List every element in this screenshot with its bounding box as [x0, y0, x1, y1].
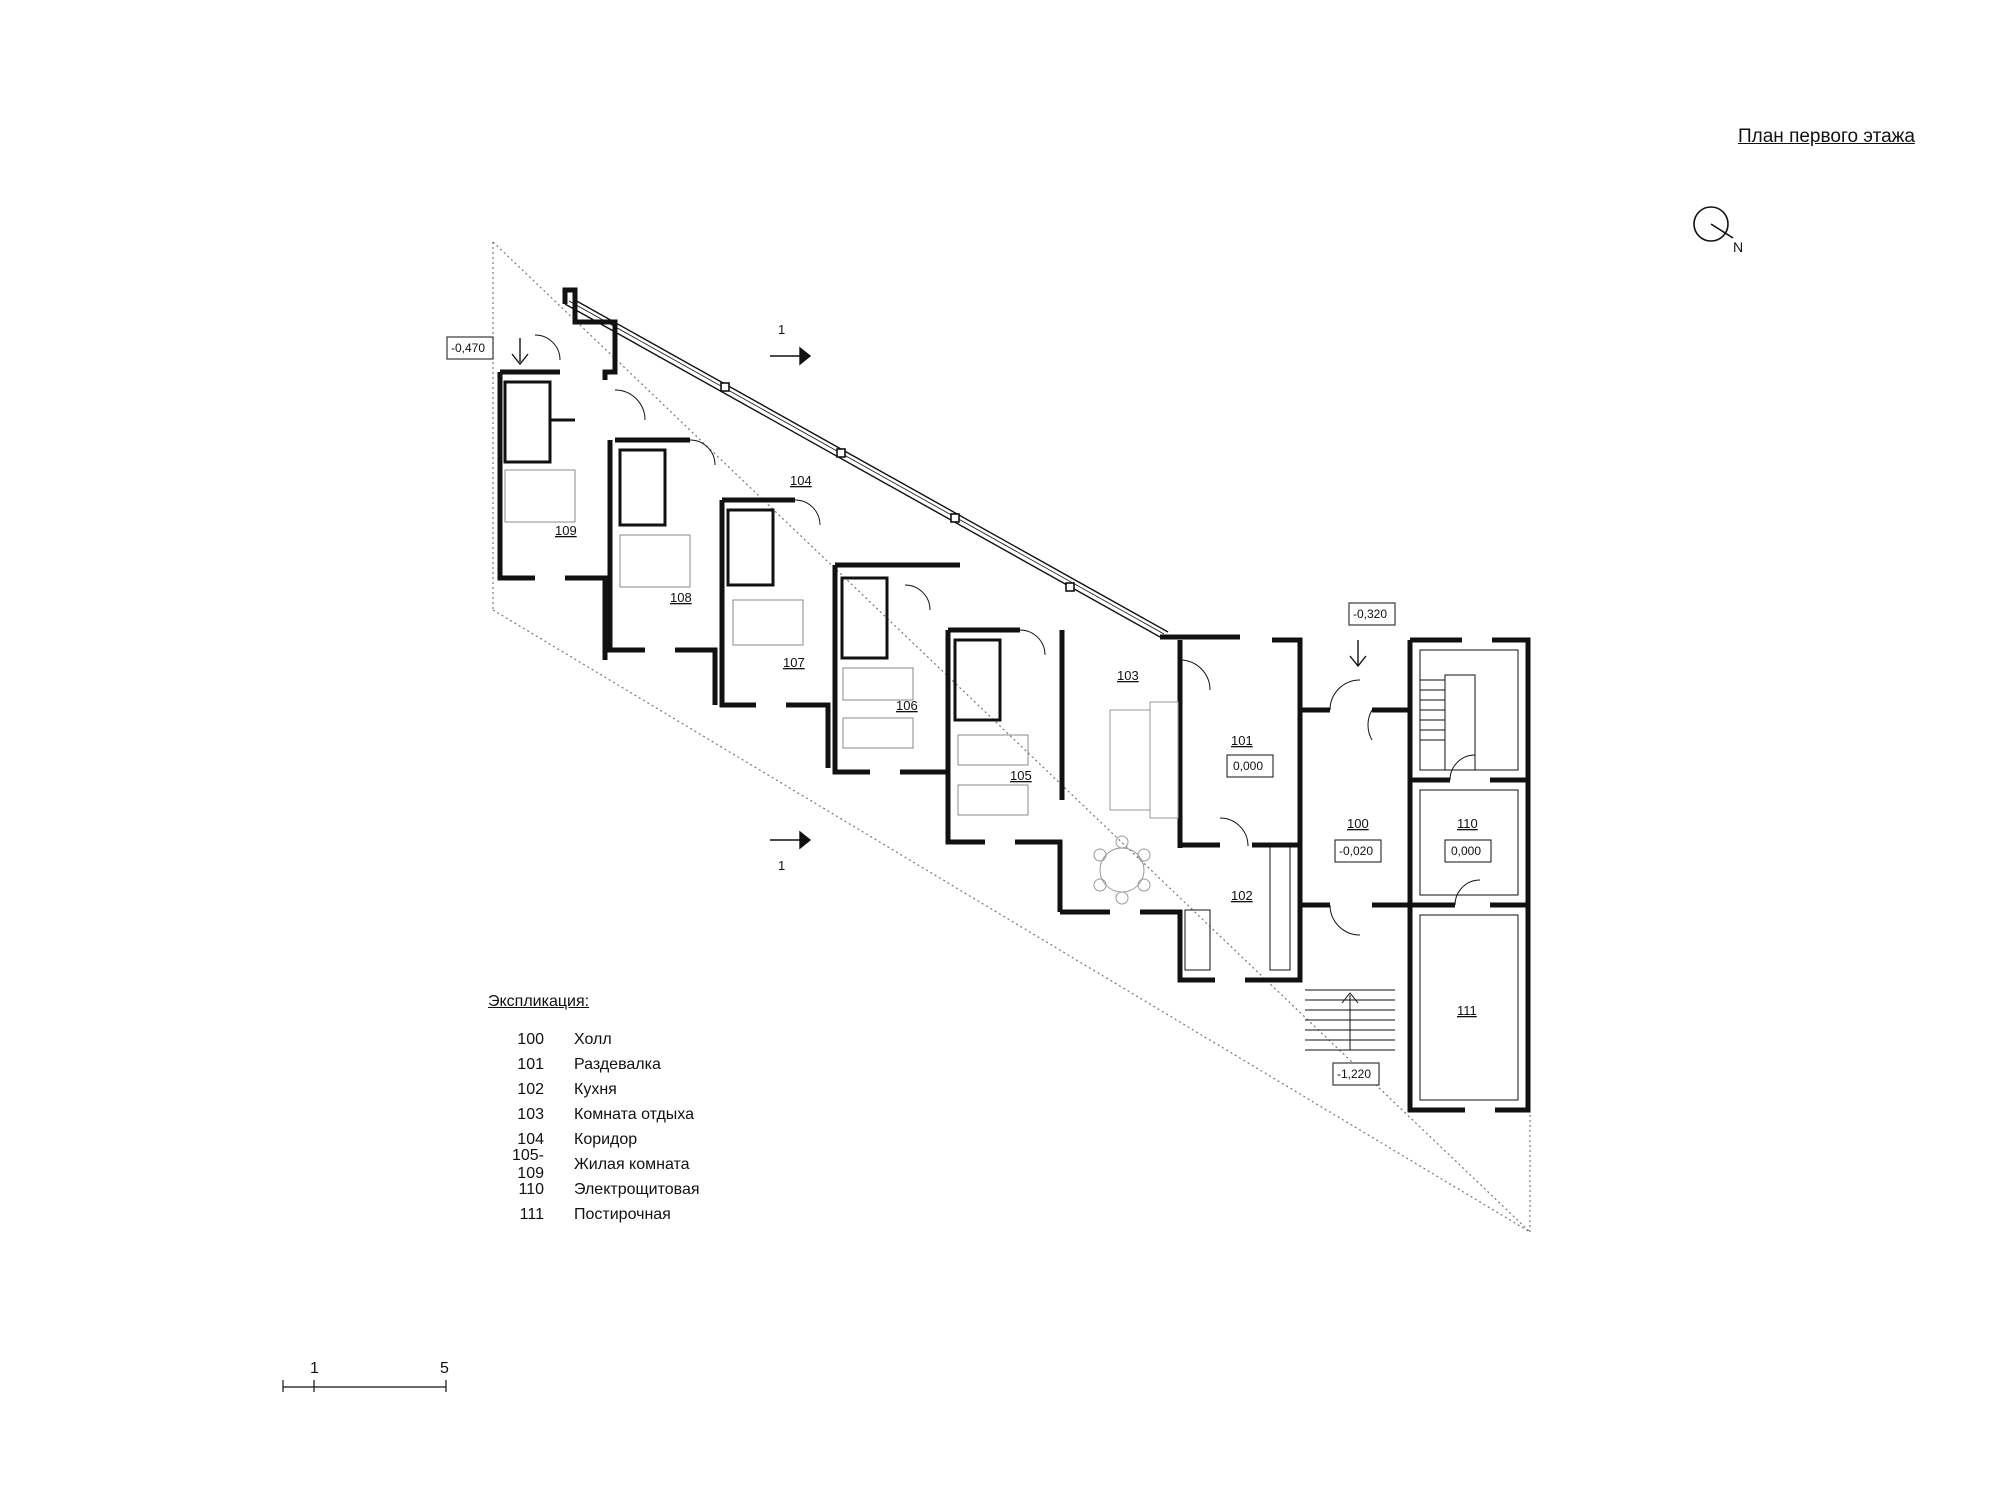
door-swings [534, 334, 1481, 936]
corridor-glazing [564, 298, 1169, 638]
legend: Экспликация: 100 Холл 101 Раздевалка 102… [488, 993, 700, 1227]
legend-name: Холл [574, 1030, 612, 1048]
room-label-101: 101 [1231, 733, 1253, 748]
level-entry-south: -1,220 [1337, 1067, 1371, 1081]
scale-start-label: 1 [310, 1360, 319, 1377]
legend-name: Комната отдыха [574, 1105, 694, 1123]
room-label-107: 107 [783, 655, 805, 670]
level-100: -0,020 [1339, 844, 1373, 858]
room-label-103: 103 [1117, 668, 1139, 683]
bathroom-pods [503, 380, 1002, 722]
plan-title: План первого этажа [1738, 126, 1915, 147]
legend-item: 104 Коридор [488, 1127, 700, 1152]
entrance-arrows [511, 338, 1367, 668]
level-entry-north: -0,320 [1353, 607, 1387, 621]
legend-code: 103 [517, 1105, 544, 1123]
legend-code: 104 [517, 1130, 544, 1148]
section-mark-bottom: 1 [778, 858, 785, 873]
room-label-106: 106 [896, 698, 918, 713]
level-entry-west: -0,470 [451, 341, 485, 355]
room-label-110: 110 [1457, 816, 1478, 831]
scale-bar [282, 1380, 447, 1392]
legend-code: 102 [517, 1080, 544, 1098]
legend-name: Кухня [574, 1080, 617, 1098]
room-label-111: 111 [1457, 1003, 1477, 1018]
scale-end-label: 5 [440, 1360, 449, 1377]
room-label-109: 109 [555, 523, 577, 538]
legend-name: Постирочная [574, 1205, 671, 1223]
section-mark-top: 1 [778, 322, 785, 337]
north-arrow-icon [1693, 206, 1734, 242]
legend-name: Коридор [574, 1130, 638, 1148]
legend-code: 111 [519, 1205, 544, 1223]
room-label-100: 100 [1347, 816, 1369, 831]
staircase [1305, 674, 1476, 1051]
level-110: 0,000 [1451, 844, 1481, 858]
section-markers [770, 346, 812, 850]
legend-code: 110 [518, 1180, 544, 1198]
room-label-102: 102 [1231, 888, 1253, 903]
room-label-105: 105 [1010, 768, 1032, 783]
legend-item: 105-109 Жилая комната [488, 1147, 700, 1182]
legend-item: 101 Раздевалка [488, 1052, 700, 1077]
kitchen-counter [1184, 844, 1291, 971]
legend-name: Электрощитовая [574, 1180, 700, 1198]
legend-item: 100 Холл [488, 1027, 700, 1052]
legend-item: 110 Электрощитовая [488, 1177, 700, 1202]
inner-wall-lines [1419, 649, 1519, 1101]
north-label: N [1733, 239, 1744, 255]
legend-title: Экспликация: [488, 993, 590, 1010]
legend-code: 105-109 [511, 1146, 544, 1182]
lounge-furniture [1093, 701, 1179, 905]
legend-code: 100 [517, 1030, 544, 1048]
legend-item: 102 Кухня [488, 1077, 700, 1102]
legend-item: 103 Комната отдыха [488, 1102, 700, 1127]
legend-name: Раздевалка [574, 1055, 661, 1073]
legend-name: Жилая комната [574, 1155, 690, 1173]
beds [504, 469, 1029, 816]
legend-item: 111 Постирочная [488, 1202, 700, 1227]
level-tags [446, 336, 1492, 1086]
legend-code: 101 [517, 1055, 544, 1073]
room-walls [497, 287, 1531, 1113]
level-101: 0,000 [1233, 759, 1263, 773]
room-label-104: 104 [790, 473, 812, 488]
site-boundary [492, 241, 1531, 1233]
room-label-108: 108 [670, 590, 692, 605]
